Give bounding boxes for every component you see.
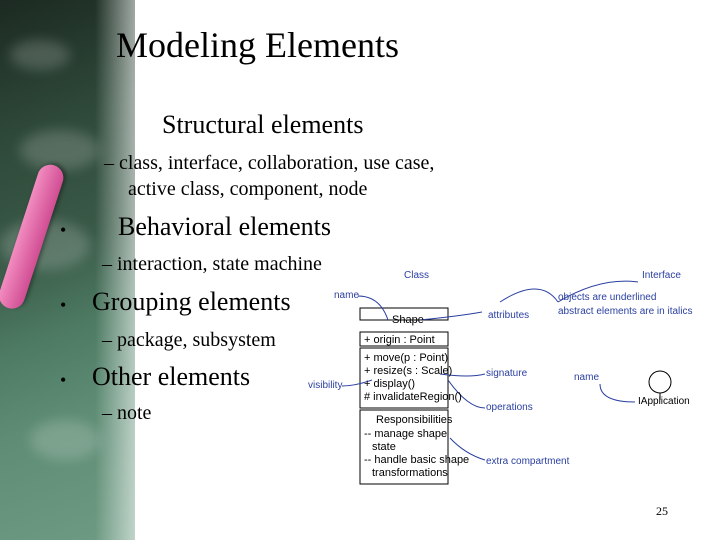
label-name: name: [334, 290, 360, 301]
label-class: Class: [404, 270, 430, 281]
label-abstract: abstract elements are in italics: [558, 306, 693, 317]
sub-behavioral: – interaction, state machine: [102, 253, 322, 275]
resp-title: Responsibilities: [376, 414, 453, 426]
class-op-3: + display(): [364, 378, 416, 390]
label-interface: Interface: [642, 270, 681, 281]
page-number: 25: [656, 504, 668, 518]
label-attributes: attributes: [488, 310, 530, 321]
uml-class-diagram: Class Interface name attributes objects …: [300, 262, 720, 492]
sub-structural-1: – class, interface, collaboration, use c…: [104, 152, 435, 174]
class-op-2: + resize(s : Scale): [364, 365, 453, 377]
resp-line-4: transformations: [372, 467, 448, 479]
sub-structural-2: active class, component, node: [128, 178, 368, 200]
class-op-1: + move(p : Point): [364, 352, 449, 364]
resp-line-3: -- handle basic shape: [364, 454, 470, 466]
sub-other: – note: [102, 402, 152, 424]
label-extra-compartment: extra compartment: [486, 456, 570, 467]
class-attribute: + origin : Point: [364, 334, 435, 346]
image-fade: [95, 0, 165, 540]
label-visibility: visibility: [308, 380, 343, 391]
item-structural: Structural elements: [162, 110, 364, 139]
class-op-4: # invalidateRegion(): [364, 391, 462, 403]
label-name-interface: name: [574, 372, 600, 383]
item-behavioral: Behavioral elements: [118, 212, 331, 241]
diagram-lines: [341, 280, 672, 485]
label-operations: operations: [486, 402, 533, 413]
bullet: •: [60, 295, 67, 315]
resp-line-2: state: [372, 441, 396, 453]
label-objects: objects are underlined: [558, 292, 657, 303]
item-grouping: Grouping elements: [92, 287, 291, 316]
item-other: Other elements: [92, 362, 251, 391]
sub-grouping: – package, subsystem: [102, 329, 276, 351]
label-iapplication: IApplication: [638, 396, 690, 407]
resp-line-1: -- manage shape: [364, 428, 448, 440]
bullet: •: [60, 370, 67, 390]
class-name: Shape: [392, 314, 424, 326]
label-signature: signature: [486, 368, 528, 379]
bullet: •: [60, 220, 67, 240]
slide-title: Modeling Elements: [116, 25, 399, 65]
